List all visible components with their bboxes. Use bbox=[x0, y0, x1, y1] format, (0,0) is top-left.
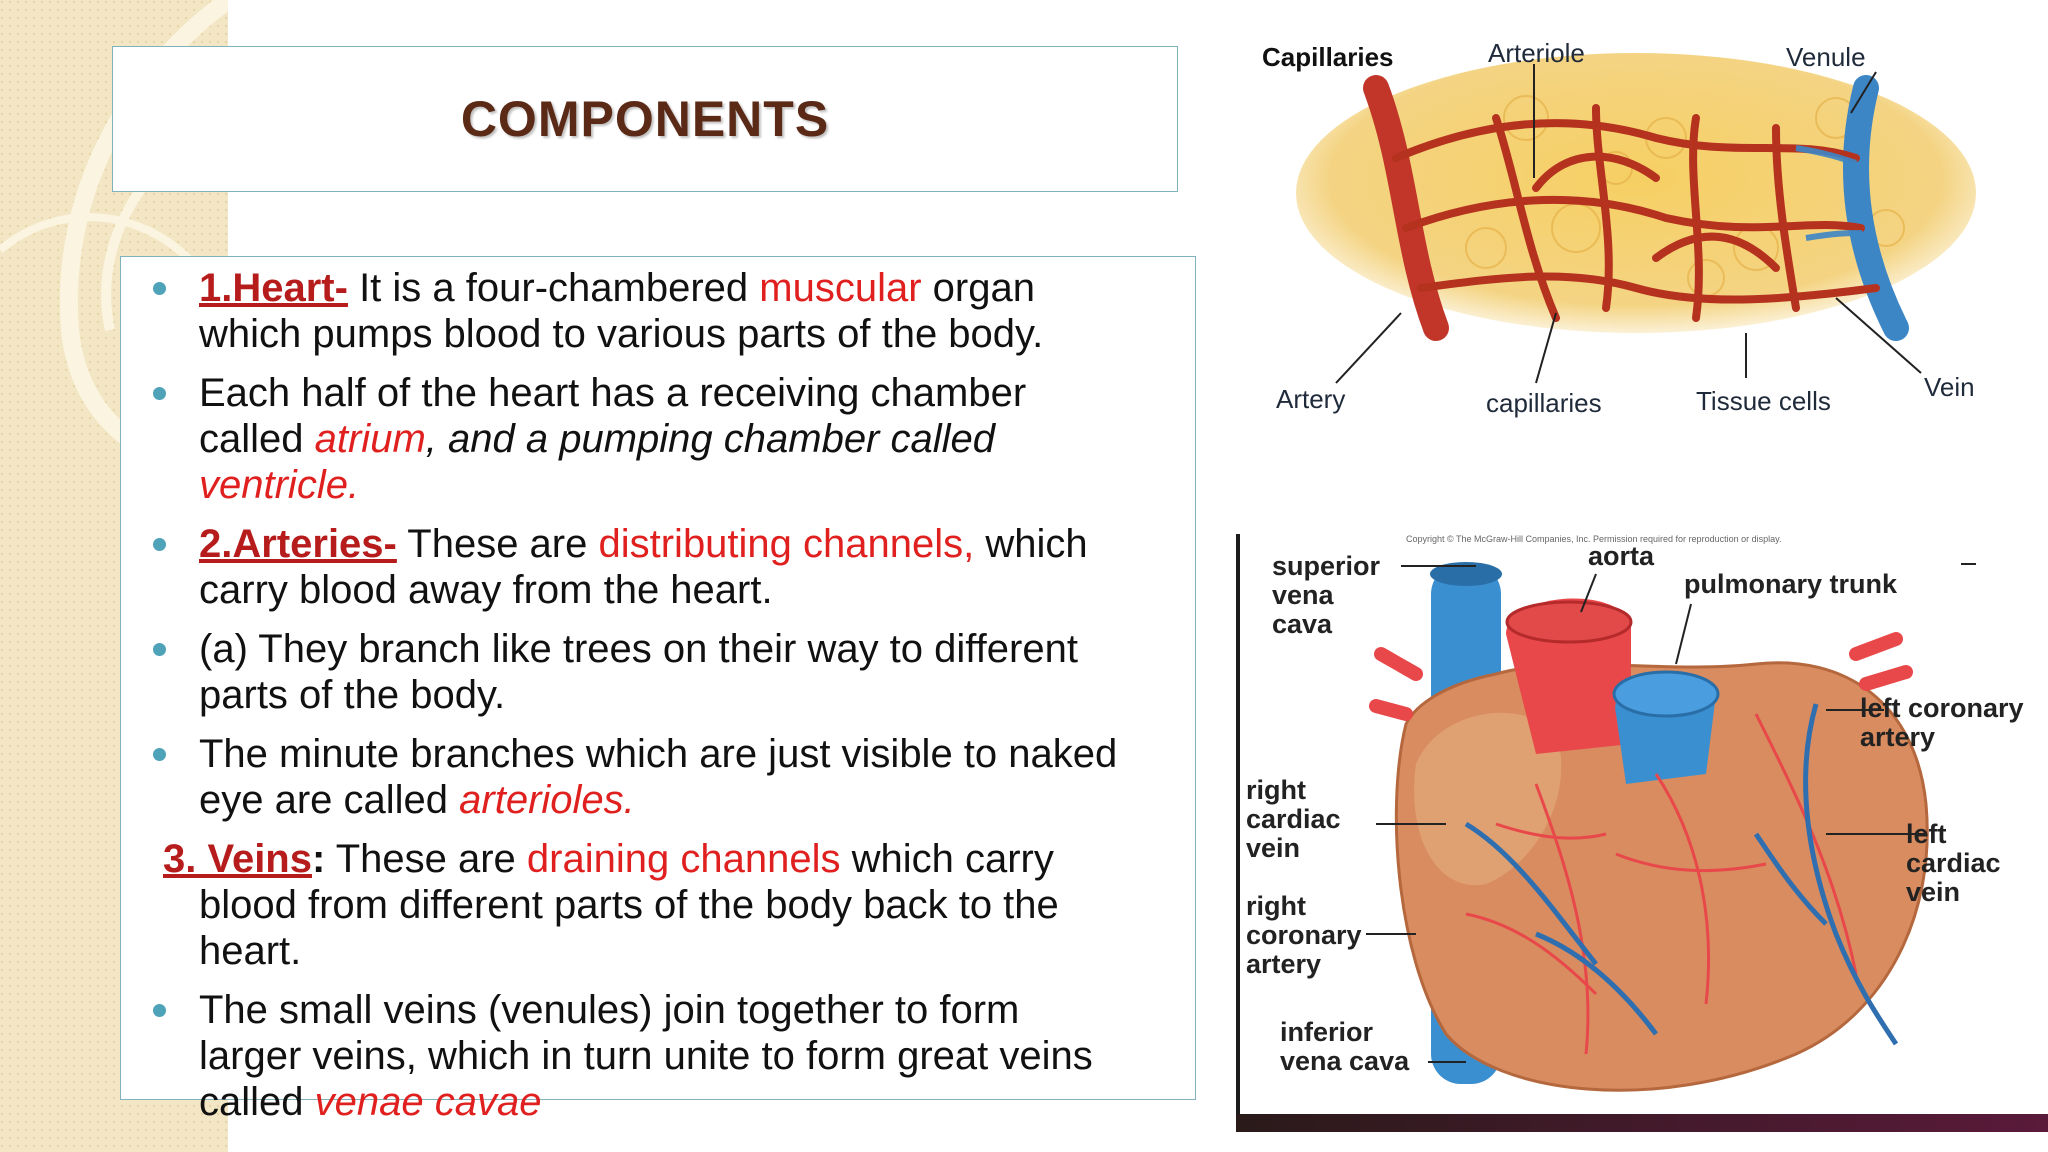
label-capillaries: capillaries bbox=[1486, 388, 1602, 418]
label-tissue-cells: Tissue cells bbox=[1696, 386, 1831, 416]
bullet-arteries: 2.Arteries- These are distributing chann… bbox=[199, 522, 1088, 612]
label-vein: Vein bbox=[1924, 372, 1975, 402]
paragraph-veins: 3. Veins: These are draining channels wh… bbox=[163, 837, 1059, 973]
label-capillaries-title: Capillaries bbox=[1262, 42, 1394, 72]
heading-heart: 1.Heart- bbox=[199, 266, 348, 310]
label-left-cardiac-vein: left cardiac vein bbox=[1906, 819, 2001, 907]
bullet-heart: 1.Heart- It is a four-chambered muscular… bbox=[199, 266, 1044, 356]
bullet-dot bbox=[153, 282, 166, 295]
capillary-bed-illustration bbox=[1296, 53, 1976, 384]
content-box: 1.Heart- It is a four-chambered muscular… bbox=[120, 256, 1196, 1124]
bullet-arterioles: The minute branches which are just visib… bbox=[199, 732, 1118, 822]
label-right-cardiac-vein: right cardiac vein bbox=[1246, 775, 1341, 863]
heart-illustration bbox=[1366, 562, 1976, 1092]
bullet-dot bbox=[153, 643, 166, 656]
heading-veins: 3. Veins bbox=[163, 837, 312, 881]
slide-title: COMPONENTS bbox=[460, 91, 830, 147]
bullet-venules: The small veins (venules) join together … bbox=[199, 988, 1093, 1124]
label-arteriole: Arteriole bbox=[1488, 38, 1585, 68]
bullet-dot bbox=[153, 387, 166, 400]
label-left-coronary-artery: left coronary artery bbox=[1860, 693, 2024, 752]
heart-figure: Copyright © The McGraw-Hill Companies, I… bbox=[1236, 534, 2048, 1132]
bullet-dot bbox=[153, 748, 166, 761]
capillary-bed-figure: Capillaries Arteriole Venule Artery capi… bbox=[1236, 28, 2028, 448]
label-right-coronary-artery: right coronary artery bbox=[1246, 891, 1362, 979]
label-artery: Artery bbox=[1276, 384, 1346, 414]
label-inferior-vena-cava: inferior vena cava bbox=[1280, 1017, 1410, 1076]
label-pulmonary-trunk: pulmonary trunk bbox=[1684, 569, 1898, 599]
heading-arteries: 2.Arteries- bbox=[199, 522, 397, 566]
figure-frame bbox=[1236, 534, 1240, 1132]
bullet-dot bbox=[153, 1004, 166, 1017]
bullet-dot bbox=[153, 538, 166, 551]
bullet-chambers: Each half of the heart has a receiving c… bbox=[199, 371, 1027, 507]
figure-frame-bottom bbox=[1236, 1114, 2048, 1132]
bullet-branching: (a) They branch like trees on their way … bbox=[199, 627, 1078, 717]
label-venule: Venule bbox=[1786, 42, 1866, 72]
copyright-note: Copyright © The McGraw-Hill Companies, I… bbox=[1406, 534, 1782, 544]
label-superior-vena-cava: superior vena cava bbox=[1272, 551, 1381, 639]
label-aorta: aorta bbox=[1588, 541, 1655, 571]
title-box: COMPONENTS bbox=[112, 46, 1178, 192]
